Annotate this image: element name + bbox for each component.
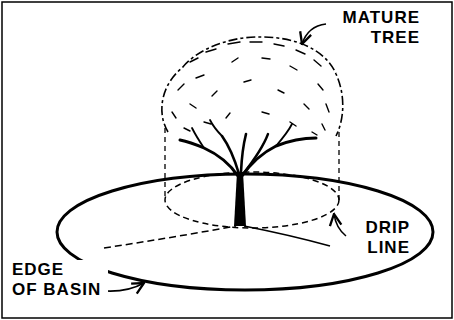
section-line xyxy=(104,226,236,248)
drip-line xyxy=(165,172,339,228)
canopy-projection xyxy=(164,128,165,200)
leader-line xyxy=(334,214,346,236)
leader-line xyxy=(106,283,144,291)
basin-edge xyxy=(57,174,433,290)
trunk xyxy=(234,172,246,226)
branches xyxy=(180,120,316,176)
callout-label: DRIP LINE xyxy=(350,218,410,257)
callout-label: MATURE TREE xyxy=(330,8,420,47)
leader-line xyxy=(302,24,326,44)
canopy-projection xyxy=(338,132,339,200)
section-line xyxy=(244,226,330,246)
callout-label: EDGE OF BASIN xyxy=(12,260,108,299)
canopy xyxy=(162,37,343,136)
foliage xyxy=(172,42,329,135)
frame xyxy=(2,2,452,318)
